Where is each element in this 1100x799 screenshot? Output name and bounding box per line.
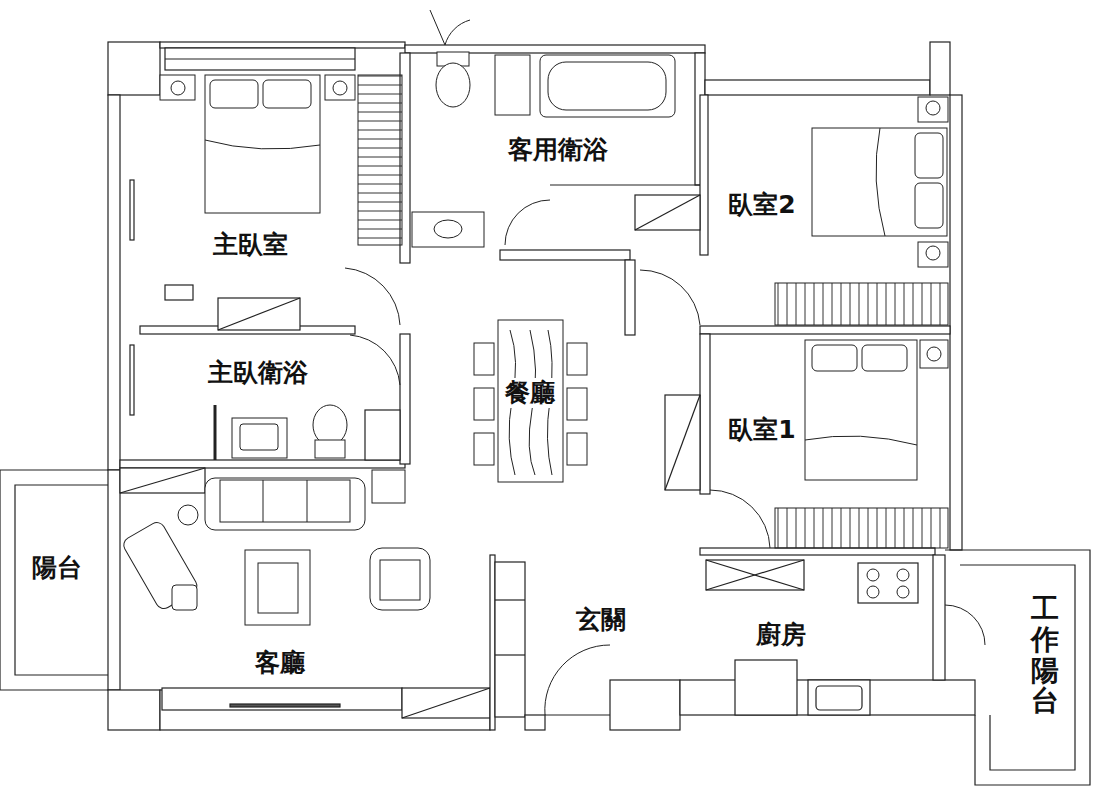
wardrobes bbox=[358, 75, 948, 548]
room-label: 廚房 bbox=[753, 620, 809, 650]
walls bbox=[0, 42, 1090, 785]
room-label: 玄關 bbox=[573, 605, 629, 635]
doors bbox=[345, 10, 985, 715]
room-label: 主臥衛浴 bbox=[205, 358, 311, 388]
room-label: 餐廳 bbox=[502, 378, 558, 408]
room-label: 主臥室 bbox=[210, 230, 291, 260]
room-label: 客用衛浴 bbox=[505, 135, 611, 165]
furniture bbox=[121, 320, 909, 625]
room-label: 臥室1 bbox=[725, 415, 798, 445]
room-label: 工作陽台 bbox=[1031, 592, 1059, 719]
room-label: 陽台 bbox=[29, 553, 85, 583]
room-label: 客廳 bbox=[252, 648, 308, 678]
room-label: 臥室2 bbox=[725, 190, 798, 220]
